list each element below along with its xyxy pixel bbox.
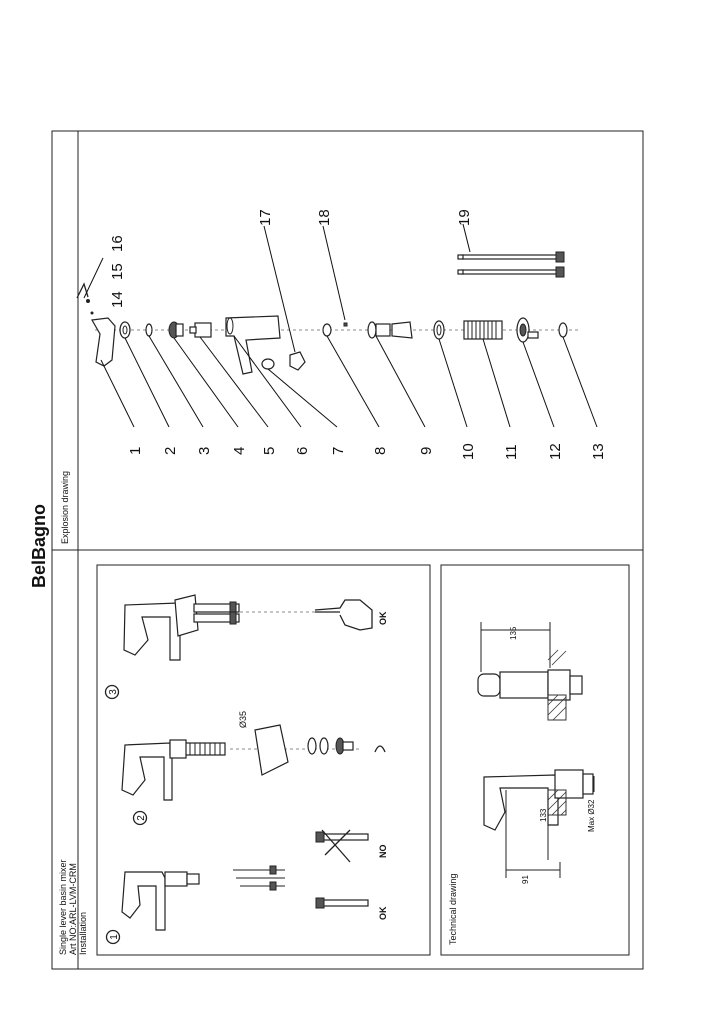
technical-drawing-title: Technical drawing <box>448 873 458 945</box>
part-label-3: 3 <box>196 447 213 455</box>
part-label-1: 1 <box>127 447 144 455</box>
step-3-marker: 3 <box>104 684 120 700</box>
part-label-18: 18 <box>316 209 333 226</box>
part-5-cartridge <box>194 322 212 338</box>
part-2-cap <box>119 321 131 339</box>
part-label-15: 15 <box>109 263 126 280</box>
part-1-lever <box>91 317 116 367</box>
step-2-drawing <box>121 724 386 801</box>
label-ok-step1: OK <box>378 906 388 920</box>
dim-91: 91 <box>521 875 530 884</box>
part-label-13: 13 <box>590 443 607 460</box>
part-19-hoses <box>457 251 565 278</box>
part-17-key <box>289 351 306 371</box>
dim-max-32: Max Ø32 <box>587 799 596 832</box>
dim-135: 135 <box>509 626 518 640</box>
part-10-washer <box>433 320 445 340</box>
part-label-4: 4 <box>231 447 248 455</box>
label-ok-step3: OK <box>378 611 388 625</box>
dim-133: 133 <box>539 808 548 822</box>
step-1-marker: 1 <box>105 929 121 945</box>
installation-label: Installation <box>78 912 88 955</box>
step-1-drawing <box>121 829 369 931</box>
part-label-17: 17 <box>257 209 274 226</box>
product-title: Single lever basin mixer <box>58 859 68 955</box>
brand-logo: BelBagno <box>29 504 49 588</box>
part-label-10: 10 <box>460 443 477 460</box>
part-6-body <box>225 315 281 375</box>
svg-text:2: 2 <box>136 815 147 821</box>
part-8-ring <box>322 323 332 337</box>
part-label-5: 5 <box>261 447 278 455</box>
part-9-stud <box>367 321 377 339</box>
part-15-cap <box>86 299 90 303</box>
part-13-washer <box>558 322 568 338</box>
svg-text:1: 1 <box>109 934 120 940</box>
part-16-key <box>76 282 89 299</box>
svg-text:3: 3 <box>108 689 119 695</box>
part-label-9: 9 <box>418 447 435 455</box>
label-diameter-35: Ø35 <box>238 711 248 728</box>
part-3-ring <box>145 323 153 337</box>
technical-box <box>440 564 630 956</box>
part-label-14: 14 <box>109 291 126 308</box>
installation-box <box>96 564 431 956</box>
step-3-drawing <box>123 594 373 661</box>
part-14-screw <box>90 311 94 315</box>
part-label-16: 16 <box>109 235 126 252</box>
part-7-aerator <box>261 358 275 370</box>
explosion-drawing-title: Explosion drawing <box>60 471 70 544</box>
part-label-19: 19 <box>456 209 473 226</box>
label-no: NO <box>378 845 388 859</box>
step-2-marker: 2 <box>132 810 148 826</box>
explosion-diagram <box>76 223 598 428</box>
part-label-12: 12 <box>547 443 564 460</box>
part-label-6: 6 <box>294 447 311 455</box>
part-label-7: 7 <box>330 447 347 455</box>
article-number: Art NO:ARL-LVM-CRM <box>68 863 78 955</box>
part-18-pin <box>343 322 348 327</box>
part-label-2: 2 <box>162 447 179 455</box>
technical-drawing <box>477 622 595 878</box>
part-label-11: 11 <box>503 444 520 460</box>
part-label-8: 8 <box>372 447 389 455</box>
